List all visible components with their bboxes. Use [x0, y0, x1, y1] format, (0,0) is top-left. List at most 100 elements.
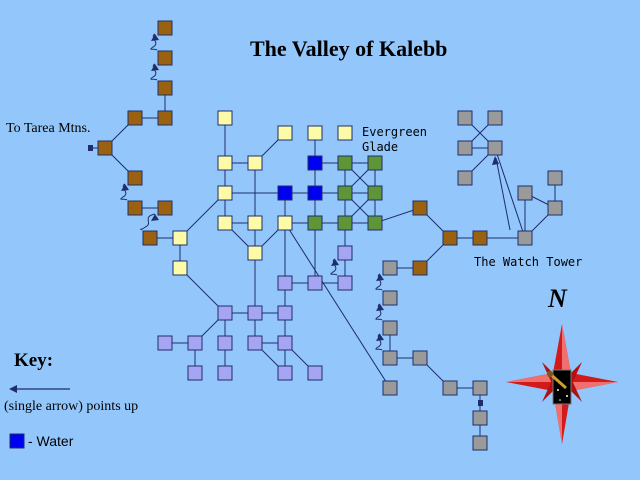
map-room — [217, 155, 233, 171]
key-title: Key: — [14, 350, 54, 371]
map-room — [247, 305, 263, 321]
map-room — [337, 245, 353, 261]
map-room — [277, 365, 293, 381]
map-room — [487, 110, 503, 126]
label-watch-tower: The Watch Tower — [474, 255, 583, 269]
map-room — [307, 185, 323, 201]
map-room — [442, 230, 458, 246]
map-room — [457, 140, 473, 156]
up-arrow-head — [151, 34, 159, 41]
map-room — [277, 305, 293, 321]
up-arrow-head — [376, 334, 384, 341]
key-arrow-icon — [9, 385, 70, 393]
map-room — [412, 200, 428, 216]
map-room — [337, 155, 353, 171]
up-arrow-head — [151, 64, 159, 71]
room-connection — [284, 222, 391, 389]
map-room — [457, 110, 473, 126]
map-room — [472, 410, 488, 426]
up-arrow-head — [331, 259, 339, 266]
up-arrow-path — [140, 213, 156, 231]
map-room — [307, 275, 323, 291]
key-water-text: - Water — [28, 433, 74, 449]
key-water-swatch — [9, 433, 25, 449]
map-room — [247, 155, 263, 171]
map-room — [157, 80, 173, 96]
map-room — [382, 320, 398, 336]
map-room — [307, 365, 323, 381]
map-room — [247, 215, 263, 231]
map-room — [337, 125, 353, 141]
up-arrow-head — [121, 184, 129, 191]
map-room — [142, 230, 158, 246]
map-room — [217, 305, 233, 321]
map-room — [97, 140, 113, 156]
map-room — [187, 335, 203, 351]
key-arrow-text: (single arrow) points up — [4, 399, 139, 414]
map-room — [367, 185, 383, 201]
map-room — [157, 110, 173, 126]
map-room — [517, 230, 533, 246]
tower-up-arrow-head — [492, 156, 499, 165]
map-room — [337, 185, 353, 201]
map-room — [157, 20, 173, 36]
map-room — [187, 365, 203, 381]
up-arrow-head — [376, 304, 384, 311]
map-room — [277, 125, 293, 141]
label-to-tarea: To Tarea Mtns. — [6, 121, 91, 136]
map-room — [307, 215, 323, 231]
map-room — [337, 275, 353, 291]
map-room — [367, 215, 383, 231]
map-room — [277, 335, 293, 351]
map-room — [217, 185, 233, 201]
map-room — [157, 335, 173, 351]
map-room — [157, 50, 173, 66]
map-room — [277, 275, 293, 291]
map-room — [307, 125, 323, 141]
map-room — [127, 200, 143, 216]
map-room — [442, 380, 458, 396]
map-room — [517, 185, 533, 201]
map-room — [217, 365, 233, 381]
map-room — [127, 170, 143, 186]
map-room — [382, 350, 398, 366]
tarea-exit-marker — [88, 145, 93, 151]
compass-north-letter: N — [548, 284, 567, 313]
map-room — [247, 245, 263, 261]
tower-up-arrow — [495, 157, 511, 231]
map-room — [367, 155, 383, 171]
map-room — [487, 140, 503, 156]
up-arrow-head — [151, 214, 159, 221]
map-room — [157, 200, 173, 216]
map-room — [412, 260, 428, 276]
map-room — [172, 230, 188, 246]
map-room — [547, 200, 563, 216]
map-room — [547, 170, 563, 186]
map-room — [247, 335, 263, 351]
map-room — [217, 335, 233, 351]
map-room — [307, 155, 323, 171]
map-room — [337, 215, 353, 231]
up-arrow-head — [376, 274, 384, 281]
map-room — [172, 260, 188, 276]
map-room — [472, 435, 488, 451]
map-rooms — [97, 20, 563, 451]
map-title: The Valley of Kalebb — [250, 36, 448, 61]
map-room — [472, 380, 488, 396]
map-room — [277, 185, 293, 201]
map-room — [382, 260, 398, 276]
map-room — [382, 290, 398, 306]
map-room — [382, 380, 398, 396]
map-room — [217, 110, 233, 126]
compass-rose-icon — [506, 324, 618, 444]
map-room — [472, 230, 488, 246]
map-room — [277, 215, 293, 231]
label-evergreen-glade: Evergreen Glade — [362, 125, 428, 154]
south-exit-marker — [478, 400, 483, 406]
map-room — [217, 215, 233, 231]
map-room — [412, 350, 428, 366]
room-connection — [494, 147, 526, 239]
map-room — [457, 170, 473, 186]
